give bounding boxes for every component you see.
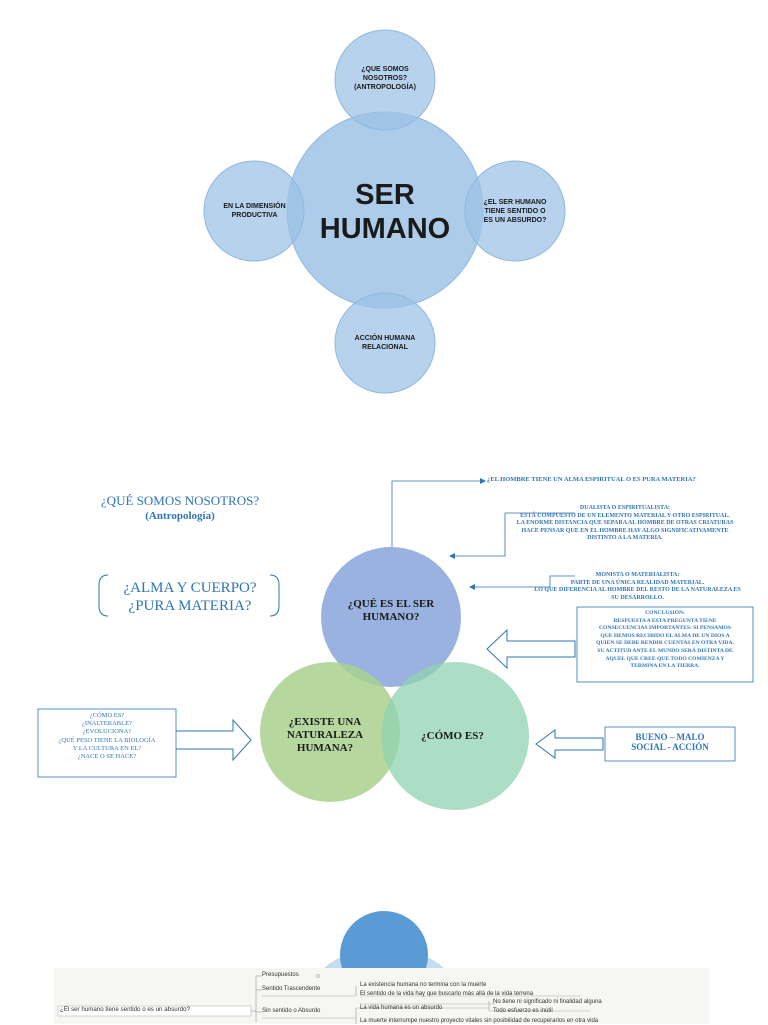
mindmap-leaf: La muerte interrumpe nuestro proyecto vi… [360, 1018, 599, 1024]
note-line: RESPUESTA A ESTA PREGUNTA TIENE [613, 617, 717, 624]
right-label: ¿EL SER HUMANO TIENE SENTIDO O ES UN ABS… [466, 198, 564, 225]
note-line: CONSECUENCIAS IMPORTANTES: SI PENSAMOS [599, 625, 731, 632]
center-label: SER HUMANO [305, 178, 465, 246]
dualista-note: DUALISTA O ESPIRITUALISTA: ESTÁ COMPUEST… [500, 505, 750, 543]
monista-note: MONISTA O MATERIALISTA: PARTE DE UNA ÚNI… [515, 572, 760, 602]
note-line: DUALISTA O ESPIRITUALISTA: [579, 505, 671, 511]
venn-top-label: ¿QUÉ ES EL SER HUMANO? [331, 598, 451, 624]
venn-left-label: ¿EXISTE UNA NATURALEZA HUMANA? [270, 716, 380, 755]
bottom-line: RELACIONAL [362, 344, 408, 351]
right-box-text: BUENO – MALO SOCIAL - ACCIÓN [605, 732, 735, 752]
note-line: AQUEL QUE CREE QUE TODO COMIENZA Y [605, 655, 725, 662]
left-circle [203, 160, 305, 262]
expand-dot [316, 974, 320, 978]
connector-line [455, 512, 575, 557]
bottom-label: ACCIÓN HUMANA RELACIONAL [335, 334, 435, 352]
box-line: ¿QUÉ PESO TIENE LA BIOLOGÍA [58, 736, 156, 744]
mindmap-leaf: La existencia humana no termina con la m… [360, 982, 487, 988]
note-line: LO QUE DIFERENCIA AL HOMBRE DEL RESTO DE… [534, 587, 741, 593]
center-line: HUMANO [319, 213, 451, 245]
subtitle-line: (Antropología) [145, 510, 215, 522]
note-line: QUIEN SE DEBE RENDIR CUENTAS EN OTRA VID… [596, 640, 734, 647]
right-line: ES UN ABSURDO? [483, 217, 547, 224]
note-line: SU ACTITUD ANTE EL MUNDO SERÁ DISTINTA D… [597, 647, 733, 654]
diagram2-shapes [37, 478, 754, 810]
diagram2-title: ¿QUÉ SOMOS NOSOTROS? (Antropología) [70, 492, 290, 524]
arrow-head [449, 553, 455, 559]
right-box-arrow [535, 729, 604, 759]
right-box [604, 726, 736, 762]
note-line: CONCLUSIÓN: [645, 610, 685, 616]
note-line: LA ENORME DISTANCIA QUE SEPARA AL HOMBRE… [516, 520, 734, 526]
note-line: DISTINTO A LA MATERIA. [587, 535, 663, 541]
box-line: SOCIAL - ACCIÓN [631, 742, 709, 752]
mindmap-leaf: Todo esfuerzo es inútil [493, 1008, 553, 1014]
left-label: EN LA DIMENSIÓN PRODUCTIVA [207, 202, 302, 220]
note-line: PARTE DE UNA ÚNICA REALIDAD MATERIAL. [570, 579, 705, 586]
note-line: HACE PENSAR QUE EN EL HOMBRE HAY ALGO SI… [521, 527, 729, 534]
note-line: MONISTA O MATERIALISTA: [595, 572, 680, 578]
note-line: ESTÁ COMPUESTO DE UN ELEMENTO MATERIAL Y… [520, 512, 730, 519]
right-line: TIENE SENTIDO O [484, 208, 546, 215]
mindmap-branch: Sin sentido o Absurdo [262, 1008, 321, 1014]
center-line: SER [355, 179, 415, 211]
box-line: Y LA CULTURA EN EL? [72, 744, 142, 752]
bracket-line: ¿ALMA Y CUERPO? [123, 580, 257, 596]
bracket-left [98, 574, 109, 617]
box-line: ¿INALTERABLE? [82, 720, 132, 728]
left-line: EN LA DIMENSIÓN [223, 203, 286, 210]
note-line: QUE HEMOS RECIBIDO EL ALMA DE UN DIOS A [600, 632, 730, 639]
venn-left-circle [260, 662, 400, 802]
bracket-text: ¿ALMA Y CUERPO? ¿PURA MATERIA? [100, 579, 280, 615]
venn-line: ¿QUÉ ES EL SER [347, 598, 435, 610]
left-line: PRODUCTIVA [231, 212, 278, 219]
top-line: NOSOTROS? [362, 75, 408, 82]
connector-line [475, 575, 575, 588]
top-circle [334, 29, 436, 131]
venn-line: NATURALEZA [286, 729, 364, 741]
arrow-head [469, 584, 475, 590]
mindmap-branch: Presupuestos [262, 972, 299, 978]
top-label: ¿QUE SOMOS NOSOTROS? (ANTROPOLOGÍA) [335, 65, 435, 92]
conclusion-note: CONCLUSIÓN: RESPUESTA A ESTA PREGUNTA TI… [579, 610, 751, 671]
left-box-arrow [174, 718, 252, 762]
mindmap-leaf: La vida humana es un absurdo [360, 1005, 443, 1011]
venn-top-circle [321, 547, 461, 687]
right-line: ¿EL SER HUMANO [483, 199, 547, 206]
note-line: SU DESARROLLO. [611, 594, 664, 601]
mindmap-leaf: No tiene ni significado ni finalidad alg… [493, 999, 602, 1005]
connector-line [391, 480, 480, 547]
bottom-circle [334, 292, 436, 394]
venn-line: HUMANO? [362, 611, 420, 623]
mindmap-root: ¿El ser humano tiene sentido o es un abs… [60, 1006, 191, 1013]
arrow-head [480, 478, 486, 484]
venn-line: HUMANA? [296, 742, 354, 754]
conclusion-box [576, 606, 754, 683]
box-line: ¿EVOLUCIONA? [82, 728, 132, 736]
diagram1-circles [203, 29, 566, 394]
box-line: BUENO – MALO [635, 732, 705, 742]
note-line: TERMINA EN LA TIERRA. [630, 663, 700, 670]
venn-right-circle [381, 662, 529, 810]
right-circle [464, 160, 566, 262]
top-line: (ANTROPOLOGÍA) [354, 84, 416, 91]
left-box-text: ¿CÓMO ES? ¿INALTERABLE? ¿EVOLUCIONA? ¿QU… [40, 712, 174, 761]
venn-right-label: ¿CÓMO ES? [421, 730, 484, 742]
bracket-line: ¿PURA MATERIA? [128, 598, 252, 614]
left-box [37, 708, 177, 778]
conclusion-arrow [486, 628, 576, 670]
top-question: ¿EL HOMBRE TIENE UN ALMA ESPIRITUAL O ES… [487, 476, 696, 483]
mindmap-leaf: El sentido de la vida hay que buscarlo m… [360, 991, 534, 997]
title-line: ¿QUÉ SOMOS NOSOTROS? [100, 493, 260, 508]
mindmap-branch: Sentido Trascendente [262, 986, 321, 992]
bracket-right [269, 574, 280, 617]
box-line: ¿CÓMO ES? [89, 712, 125, 719]
diagram3-shapes [54, 911, 709, 1024]
bottom-line: ACCIÓN HUMANA [354, 335, 416, 342]
venn-line: ¿EXISTE UNA [288, 716, 362, 728]
top-line: ¿QUE SOMOS [361, 66, 409, 73]
box-line: ¿NACE O SE HACE? [77, 753, 137, 761]
